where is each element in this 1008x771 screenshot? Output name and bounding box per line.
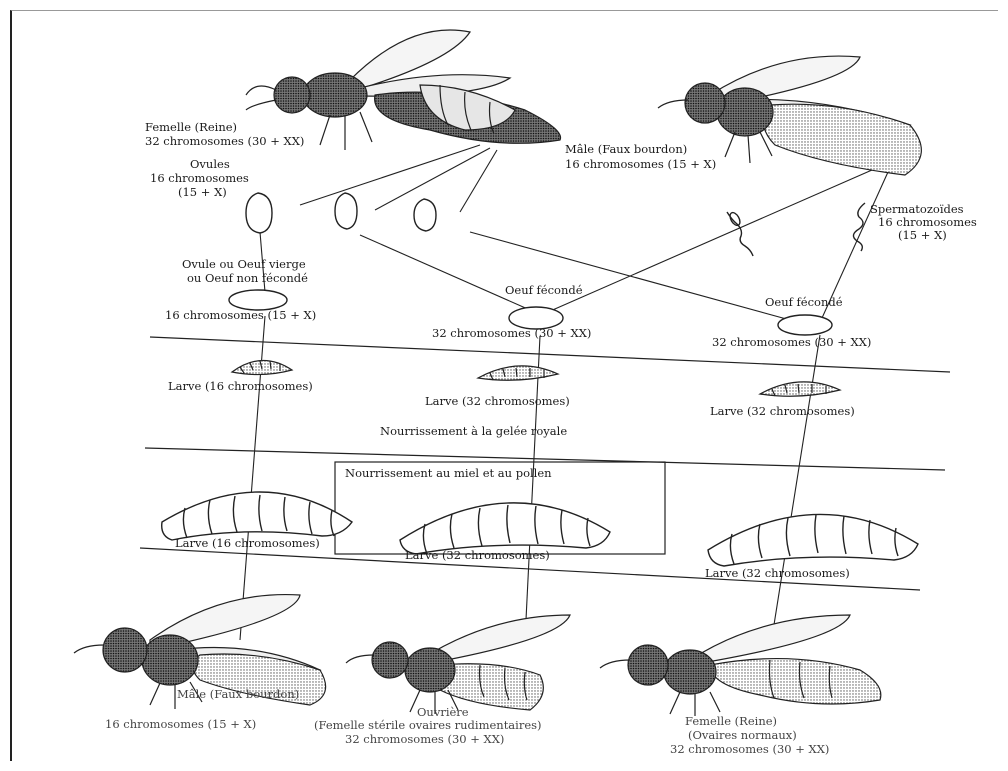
label-virgin-egg-chrom: 16 chromosomes (15 + X) [165, 309, 316, 322]
larva-small-right [760, 382, 840, 396]
larva-large-right [708, 514, 918, 566]
label-larva-left-1: Larve (16 chromosomes) [168, 380, 313, 393]
queen-bee-top [246, 30, 561, 150]
label-larva-right-2: Larve (32 chromosomes) [705, 567, 850, 580]
label-ovules-formula: (15 + X) [178, 186, 227, 199]
ovule-right [414, 199, 436, 231]
worker-bee-bottom [346, 615, 570, 714]
label-virgin-egg-line1: Ovule ou Oeuf vierge [182, 258, 306, 271]
larva-large-mid [400, 503, 610, 554]
label-larva-left-2: Larve (16 chromosomes) [175, 537, 320, 550]
label-queen-top-name: Femelle (Reine) [145, 121, 237, 134]
queen-ovule-lines [300, 145, 497, 212]
label-worker-desc: (Femelle stérile ovaires rudimentaires) [314, 719, 542, 732]
queen-bee-bottom [600, 615, 881, 716]
label-fertilized-egg-right-chrom: 32 chromosomes (30 + XX) [712, 336, 871, 349]
label-larva-right-1: Larve (32 chromosomes) [710, 405, 855, 418]
label-royal-jelly: Nourrissement à la gelée royale [380, 425, 567, 438]
label-queen-bottom-desc: (Ovaires normaux) [688, 729, 797, 742]
label-ovules-chrom: 16 chromosomes [150, 172, 249, 185]
sperm-cells [727, 203, 865, 256]
label-male-bottom-name: Mâle (Faux bourdon) [177, 688, 299, 701]
egg-virgin [229, 290, 287, 310]
label-virgin-egg-line2: ou Oeuf non fécondé [187, 272, 308, 285]
label-male-bottom-chrom: 16 chromosomes (15 + X) [105, 718, 256, 731]
label-fertilized-egg-mid: Oeuf fécondé [505, 284, 583, 297]
label-worker-chrom: 32 chromosomes (30 + XX) [345, 733, 504, 746]
egg-fertilized-right [778, 315, 832, 335]
small-larvae [232, 360, 840, 396]
ovule-left [246, 193, 272, 233]
label-queen-top-chrom: 32 chromosomes (30 + XX) [145, 135, 304, 148]
label-ovules-title: Ovules [190, 158, 230, 171]
larva-large-left [162, 492, 352, 540]
larva-small-left [232, 360, 292, 374]
label-fertilized-egg-right: Oeuf fécondé [765, 296, 843, 309]
label-queen-bottom-name: Femelle (Reine) [685, 715, 777, 728]
label-larva-mid-2: Larve (32 chromosomes) [405, 549, 550, 562]
label-queen-bottom-chrom: 32 chromosomes (30 + XX) [670, 743, 829, 756]
larva-small-mid [478, 366, 558, 380]
ovule-egg-lines [260, 232, 790, 320]
label-sperm-formula: (15 + X) [898, 229, 947, 242]
label-larva-mid-1: Larve (32 chromosomes) [425, 395, 570, 408]
label-fertilized-egg-mid-chrom: 32 chromosomes (30 + XX) [432, 327, 591, 340]
label-male-top-name: Mâle (Faux bourdon) [565, 143, 687, 156]
ovule-shapes [246, 193, 436, 233]
label-male-top-chrom: 16 chromosomes (15 + X) [565, 158, 716, 171]
ovule-mid [335, 193, 357, 229]
label-honey-pollen: Nourrissement au miel et au pollen [345, 467, 552, 480]
